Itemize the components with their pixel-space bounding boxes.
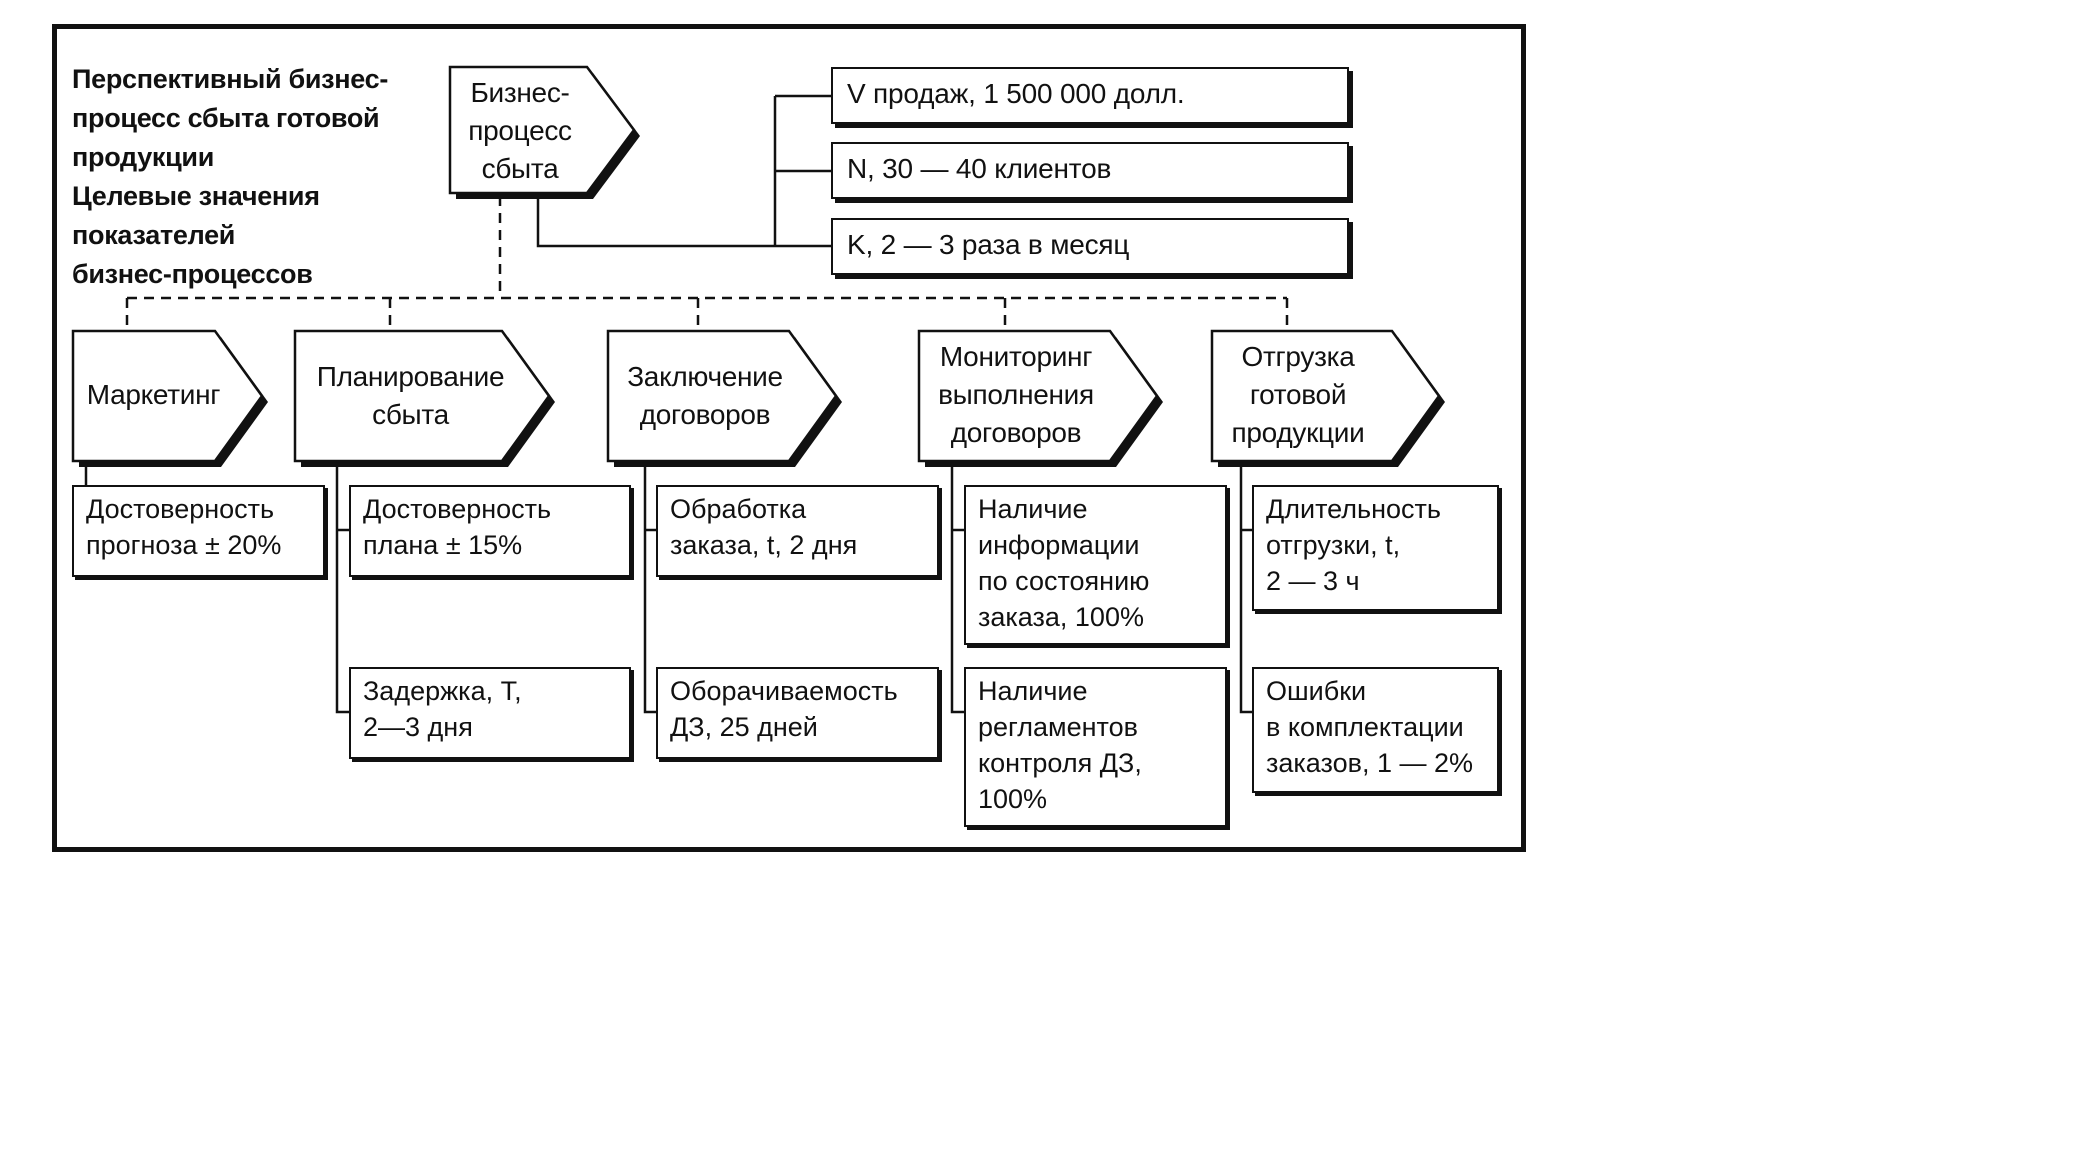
kpi-line: контроля ДЗ, — [978, 748, 1142, 778]
label-line: выполнения — [938, 379, 1094, 410]
subprocess-arrows — [71, 329, 1445, 467]
kpi-line: 2 — 3 ч — [1266, 566, 1360, 596]
main-process-label: Бизнес- процесс сбыта — [450, 74, 590, 188]
kpi-line: Задержка, T, — [363, 676, 522, 706]
kpi-box: Достоверность плана ± 15% — [349, 485, 631, 577]
arrow-shipment — [1210, 329, 1445, 467]
kpi-box: Длительность отгрузки, t, 2 — 3 ч — [1252, 485, 1499, 611]
kpi-line: по состоянию — [978, 566, 1150, 596]
kpi-line: Оборачиваемость — [670, 676, 898, 706]
arrow-sales-planning — [293, 329, 555, 467]
kpi-line: Наличие — [978, 494, 1088, 524]
kpi-line: заказа, 100% — [978, 602, 1144, 632]
kpi-line: отгрузки, t, — [1266, 530, 1401, 560]
kpi-text: K, 2 — 3 раза в месяц — [847, 229, 1130, 260]
kpi-line: регламентов — [978, 712, 1138, 742]
subtitle-line: бизнес-процессов — [72, 259, 313, 289]
subprocess-label-contract-monitoring: Мониторинг выполнения договоров — [921, 338, 1111, 452]
label-line: Маркетинг — [86, 379, 221, 410]
main-kpi-box: N, 30 — 40 клиентов — [831, 142, 1349, 199]
arrow-marketing — [71, 329, 268, 467]
kpi-box: Ошибки в комплектации заказов, 1 — 2% — [1252, 667, 1499, 793]
kpi-box: Оборачиваемость ДЗ, 25 дней — [656, 667, 939, 759]
subtitle-line: Целевые значения — [72, 181, 320, 211]
kpi-line: Наличие — [978, 676, 1088, 706]
sub-kpi-connectors — [84, 458, 1253, 714]
subprocess-label-sales-planning: Планирование сбыта — [298, 358, 523, 434]
title-line: Перспективный бизнес- — [72, 64, 389, 94]
label-line: Планирование — [316, 361, 505, 392]
kpi-box: Обработка заказа, t, 2 дня — [656, 485, 939, 577]
kpi-line: 2—3 дня — [363, 712, 473, 742]
kpi-text: V продаж, 1 500 000 долл. — [847, 78, 1185, 109]
kpi-box: Достоверность прогноза ± 20% — [72, 485, 325, 577]
kpi-line: Длительность — [1266, 494, 1441, 524]
arrow-contracting — [606, 329, 842, 467]
kpi-line: Достоверность — [363, 494, 552, 524]
label-line: сбыта — [372, 399, 449, 430]
label-line: готовой — [1249, 379, 1347, 410]
main-kpi-box: K, 2 — 3 раза в месяц — [831, 218, 1349, 275]
label-line: продукции — [1231, 417, 1365, 448]
kpi-line: Ошибки — [1266, 676, 1367, 706]
label-line: Бизнес- — [470, 77, 570, 108]
diagram-frame — [52, 24, 1526, 852]
kpi-box: Задержка, T, 2—3 дня — [349, 667, 631, 759]
kpi-box: Наличие регламентов контроля ДЗ, 100% — [964, 667, 1227, 827]
kpi-line: прогноза ± 20% — [86, 530, 282, 560]
kpi-line: информации — [978, 530, 1140, 560]
label-line: договоров — [950, 417, 1082, 448]
kpi-box: Наличие информации по состоянию заказа, … — [964, 485, 1227, 645]
kpi-line: Достоверность — [86, 494, 275, 524]
subprocess-label-marketing: Маркетинг — [76, 376, 231, 414]
diagram-canvas — [71, 65, 1445, 714]
arrow-contract-monitoring — [917, 329, 1163, 467]
kpi-text: N, 30 — 40 клиентов — [847, 153, 1112, 184]
process-tree-connectors — [125, 196, 1289, 330]
label-line: Мониторинг — [939, 341, 1093, 372]
kpi-line: 100% — [978, 784, 1048, 814]
kpi-line: ДЗ, 25 дней — [670, 712, 818, 742]
main-kpi-connectors — [536, 94, 832, 248]
kpi-line: плана ± 15% — [363, 530, 523, 560]
subprocess-label-shipment: Отгрузка готовой продукции — [1212, 338, 1384, 452]
kpi-line: заказов, 1 — 2% — [1266, 748, 1473, 778]
title-line: продукции — [72, 142, 215, 172]
kpi-line: Обработка — [670, 494, 807, 524]
main-kpi-box: V продаж, 1 500 000 долл. — [831, 67, 1349, 124]
title-line: процесс сбыта готовой — [72, 103, 380, 133]
label-line: сбыта — [481, 153, 559, 184]
diagram-title: Перспективный бизнес- процесс сбыта гото… — [72, 60, 388, 294]
subtitle-line: показателей — [72, 220, 236, 250]
label-line: Заключение — [627, 361, 783, 392]
label-line: процесс — [468, 115, 572, 146]
subprocess-label-contracting: Заключение договоров — [610, 358, 800, 434]
label-line: договоров — [639, 399, 771, 430]
main-process-arrow — [448, 65, 640, 199]
kpi-line: заказа, t, 2 дня — [670, 530, 858, 560]
label-line: Отгрузка — [1241, 341, 1355, 372]
kpi-line: в комплектации — [1266, 712, 1464, 742]
